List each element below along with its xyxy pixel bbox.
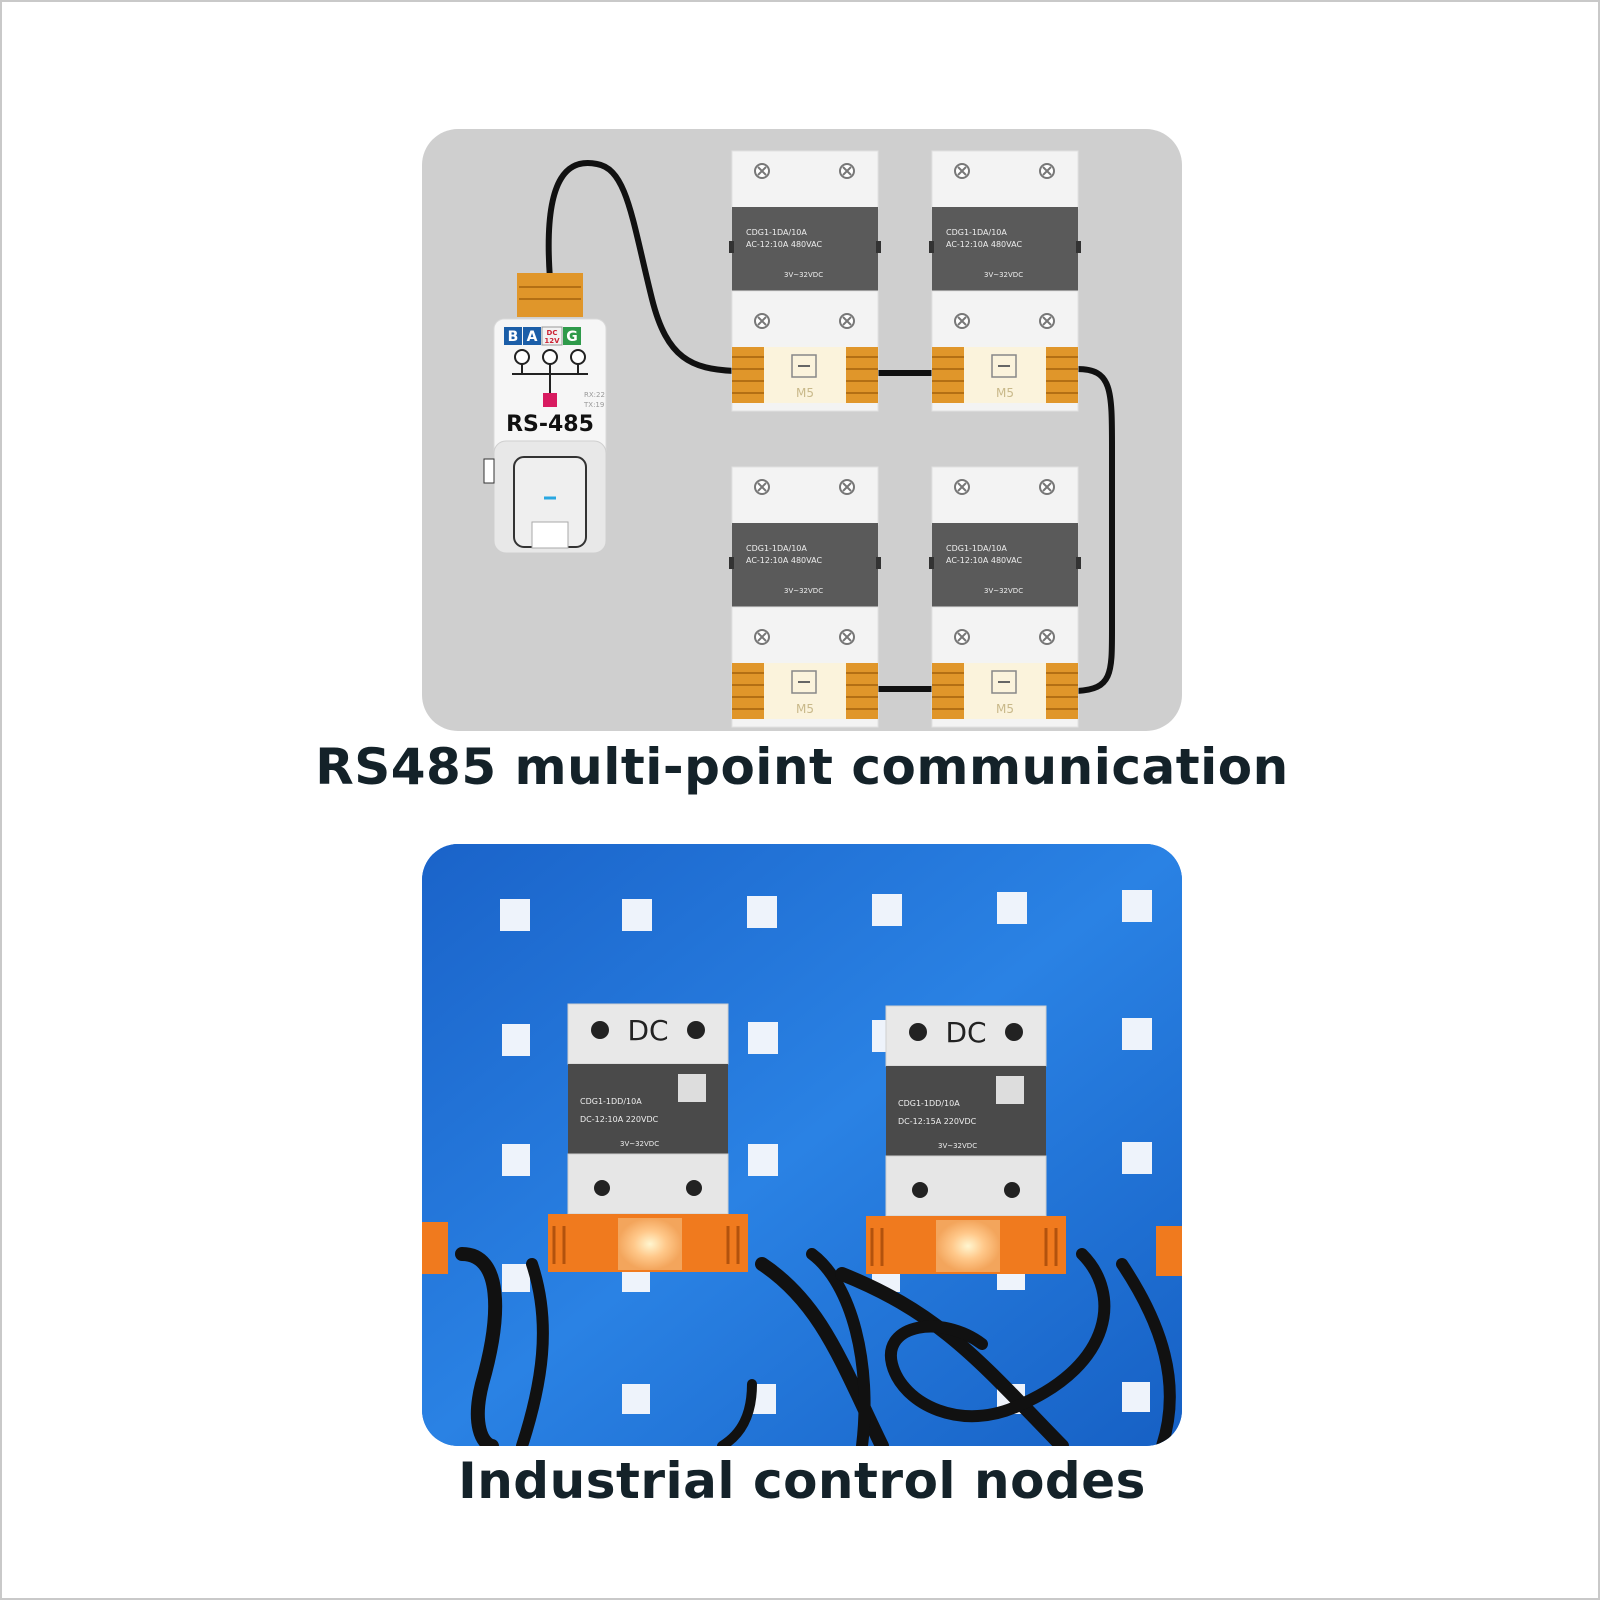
svg-text:3V~32VDC: 3V~32VDC [984,271,1023,279]
svg-text:CDG1-1DD/10A: CDG1-1DD/10A [580,1097,642,1106]
svg-text:CDG1-1DA/10A: CDG1-1DA/10A [946,228,1007,237]
svg-text:CDG1-1DA/10A: CDG1-1DA/10A [946,544,1007,553]
relay-module-2: CDG1-1DA/10A AC-12:10A 480VAC 3V~32VDC M… [928,150,1082,412]
svg-text:AC-12:10A 480VAC: AC-12:10A 480VAC [946,556,1022,565]
industrial-photo: DC CDG1-1DD/10A DC-12:10A 220VDC 3V~32VD… [422,844,1182,1446]
svg-text:DC: DC [547,329,558,337]
svg-text:CDG1-1DD/10A: CDG1-1DD/10A [898,1099,960,1108]
relay-module-1: CDG1-1DA/10A AC-12:10A 480VAC 3V~32VDC M… [728,150,882,412]
svg-text:AC-12:10A 480VAC: AC-12:10A 480VAC [746,556,822,565]
pegboard-holes [500,890,1152,1414]
svg-text:CDG1-1DA/10A: CDG1-1DA/10A [746,544,807,553]
bus-cable-3 [1076,366,1115,694]
svg-text:12V: 12V [544,337,560,345]
svg-text:TX:19: TX:19 [583,401,604,409]
svg-text:DC: DC [627,1014,668,1047]
rs485-converter: B A DC 12V G RX:22 TX:19 RS-485 [483,273,607,554]
photo-cables [455,1247,1176,1446]
left-edge-connector [422,1222,448,1274]
svg-text:RX:22: RX:22 [584,391,605,399]
industrial-photo-panel: DC CDG1-1DD/10A DC-12:10A 220VDC 3V~32VD… [422,844,1182,1446]
relay-module-3: CDG1-1DA/10A AC-12:10A 480VAC 3V~32VDC M… [728,466,882,728]
svg-text:3V~32VDC: 3V~32VDC [620,1140,659,1148]
svg-text:AC-12:10A 480VAC: AC-12:10A 480VAC [946,240,1022,249]
svg-text:3V~32VDC: 3V~32VDC [784,271,823,279]
svg-text:M5: M5 [996,386,1014,400]
right-edge-connector [1156,1226,1182,1276]
svg-text:M5: M5 [996,702,1014,716]
svg-text:M5: M5 [796,386,814,400]
diagram-caption: RS485 multi-point communication [315,738,1289,796]
relay-module-4: CDG1-1DA/10A AC-12:10A 480VAC 3V~32VDC M… [928,466,1082,728]
svg-text:CDG1-1DA/10A: CDG1-1DA/10A [746,228,807,237]
svg-text:3V~32VDC: 3V~32VDC [938,1142,977,1150]
rs485-diagram: B A DC 12V G RX:22 TX:19 RS-485 [483,150,1115,728]
svg-text:DC-12:10A 220VDC: DC-12:10A 220VDC [580,1115,659,1124]
svg-text:3V~32VDC: 3V~32VDC [984,587,1023,595]
bus-cable-1 [545,160,737,374]
svg-text:G: G [566,329,578,345]
converter-label: RS-485 [506,412,594,437]
rs485-diagram-panel: B A DC 12V G RX:22 TX:19 RS-485 [422,129,1182,731]
svg-text:M5: M5 [796,702,814,716]
svg-text:3V~32VDC: 3V~32VDC [784,587,823,595]
svg-text:DC-12:15A 220VDC: DC-12:15A 220VDC [898,1117,977,1126]
svg-text:A: A [527,329,538,345]
photo-relay-right: DC CDG1-1DD/10A DC-12:15A 220VDC 3V~32VD… [864,1004,1068,1276]
svg-text:DC: DC [945,1016,986,1049]
svg-text:B: B [508,329,519,345]
svg-text:AC-12:10A 480VAC: AC-12:10A 480VAC [746,240,822,249]
photo-relay-left: DC CDG1-1DD/10A DC-12:10A 220VDC 3V~32VD… [546,1002,750,1274]
photo-caption: Industrial control nodes [458,1452,1146,1510]
